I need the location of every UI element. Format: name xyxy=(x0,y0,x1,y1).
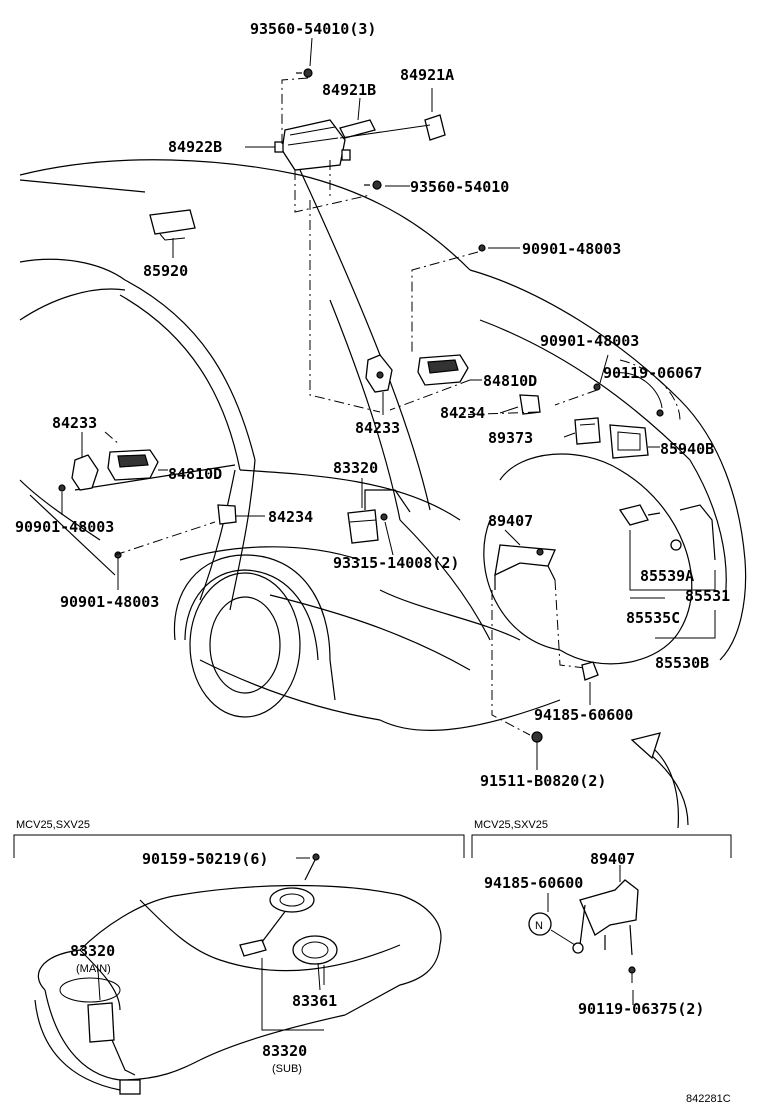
sensor-84233-right xyxy=(365,354,393,393)
label-89407: 89407 xyxy=(488,512,533,530)
label-n-mark: N xyxy=(535,920,543,932)
connector-89373 xyxy=(574,417,601,445)
control-module-84922b xyxy=(274,119,351,171)
label-89373: 89373 xyxy=(488,429,533,447)
bolt-93560-54010 xyxy=(364,180,382,190)
label-84922b: 84922B xyxy=(168,138,222,156)
label-84234-right: 84234 xyxy=(440,404,485,422)
pump-83320-sub xyxy=(239,887,315,957)
gasket-83361 xyxy=(292,935,338,965)
label-90901-48003-d: 90901-48003 xyxy=(60,593,159,611)
label-84810d-right: 84810D xyxy=(483,372,537,390)
label-85940b: 85940B xyxy=(660,440,714,458)
label-85539a: 85539A xyxy=(640,567,694,585)
label-93560-54010: 93560-54010 xyxy=(410,178,509,196)
label-84234-left: 84234 xyxy=(268,508,313,526)
fuel-tank xyxy=(34,884,442,1091)
label-83320-sub: 83320 xyxy=(262,1042,307,1060)
spare-tire xyxy=(483,453,693,665)
height-sensor-89407 xyxy=(494,544,556,590)
bracket-right xyxy=(471,834,732,858)
bolt-91511-b0820 xyxy=(531,731,543,743)
part-85920 xyxy=(149,209,196,241)
bolt-93560-54010-3 xyxy=(296,68,313,78)
label-85535c: 85535C xyxy=(626,609,680,627)
label-84921a: 84921A xyxy=(400,66,454,84)
nut-mark-n xyxy=(528,912,552,936)
connector-85940b xyxy=(609,424,649,459)
label-94185-60600-b: 94185-60600 xyxy=(484,874,583,892)
clip-84234-right xyxy=(519,394,541,415)
arrow-to-detail xyxy=(630,732,689,829)
label-90901-48003-b: 90901-48003 xyxy=(540,332,639,350)
label-84921b: 84921B xyxy=(322,81,376,99)
cover-84921b xyxy=(339,119,376,139)
cap-84921a xyxy=(424,114,446,141)
wiring-85531 xyxy=(618,504,716,561)
wheel-arch xyxy=(173,554,336,718)
label-83361: 83361 xyxy=(292,992,337,1010)
sensor-84810d-left xyxy=(107,449,159,481)
bolt-90901-48003-a xyxy=(478,244,486,252)
pump-83320 xyxy=(347,489,411,544)
label-90119-06067: 90119-06067 xyxy=(603,364,702,382)
label-90901-48003-c: 90901-48003 xyxy=(15,518,114,536)
label-85531: 85531 xyxy=(685,587,730,605)
sensor-84233-left xyxy=(71,454,99,491)
label-83320: 83320 xyxy=(333,459,378,477)
pump-83320-main xyxy=(87,1002,141,1095)
screw-90159-50219 xyxy=(304,853,320,881)
label-84810d-left: 84810D xyxy=(168,465,222,483)
sensor-84810d-right xyxy=(417,354,469,386)
label-90901-48003-a: 90901-48003 xyxy=(522,240,621,258)
label-sub-note: (SUB) xyxy=(272,1063,302,1075)
label-89407-detail: 89407 xyxy=(590,850,635,868)
bolt-90901-48003-c xyxy=(58,484,66,492)
leader-lines xyxy=(61,37,663,1005)
bolt-90119-06067 xyxy=(656,409,664,417)
label-93315-14008-2: 93315-14008(2) xyxy=(333,554,459,572)
label-main-note: (MAIN) xyxy=(76,963,111,975)
height-sensor-89407-detail xyxy=(572,879,639,985)
bracket-left xyxy=(13,834,465,858)
label-85920: 85920 xyxy=(143,262,188,280)
label-84233-left: 84233 xyxy=(52,414,97,432)
label-94185-60600-a: 94185-60600 xyxy=(534,706,633,724)
label-90119-06375-2: 90119-06375(2) xyxy=(578,1000,704,1018)
clip-84234-left xyxy=(217,504,237,525)
section-title-right: MCV25,SXV25 xyxy=(474,819,548,831)
label-85530b: 85530B xyxy=(655,654,709,672)
label-93560-54010-3: 93560-54010(3) xyxy=(250,20,376,38)
label-91511-b0820-2: 91511-B0820(2) xyxy=(480,772,606,790)
label-83320-main: 83320 xyxy=(70,942,115,960)
label-90159-50219-6: 90159-50219(6) xyxy=(142,850,268,868)
diagram-code: 842281C xyxy=(686,1093,731,1105)
label-84233-right: 84233 xyxy=(355,419,400,437)
section-title-left: MCV25,SXV25 xyxy=(16,819,90,831)
bolt-90901-48003-b xyxy=(593,383,601,391)
nut-94185-60600 xyxy=(581,661,599,681)
